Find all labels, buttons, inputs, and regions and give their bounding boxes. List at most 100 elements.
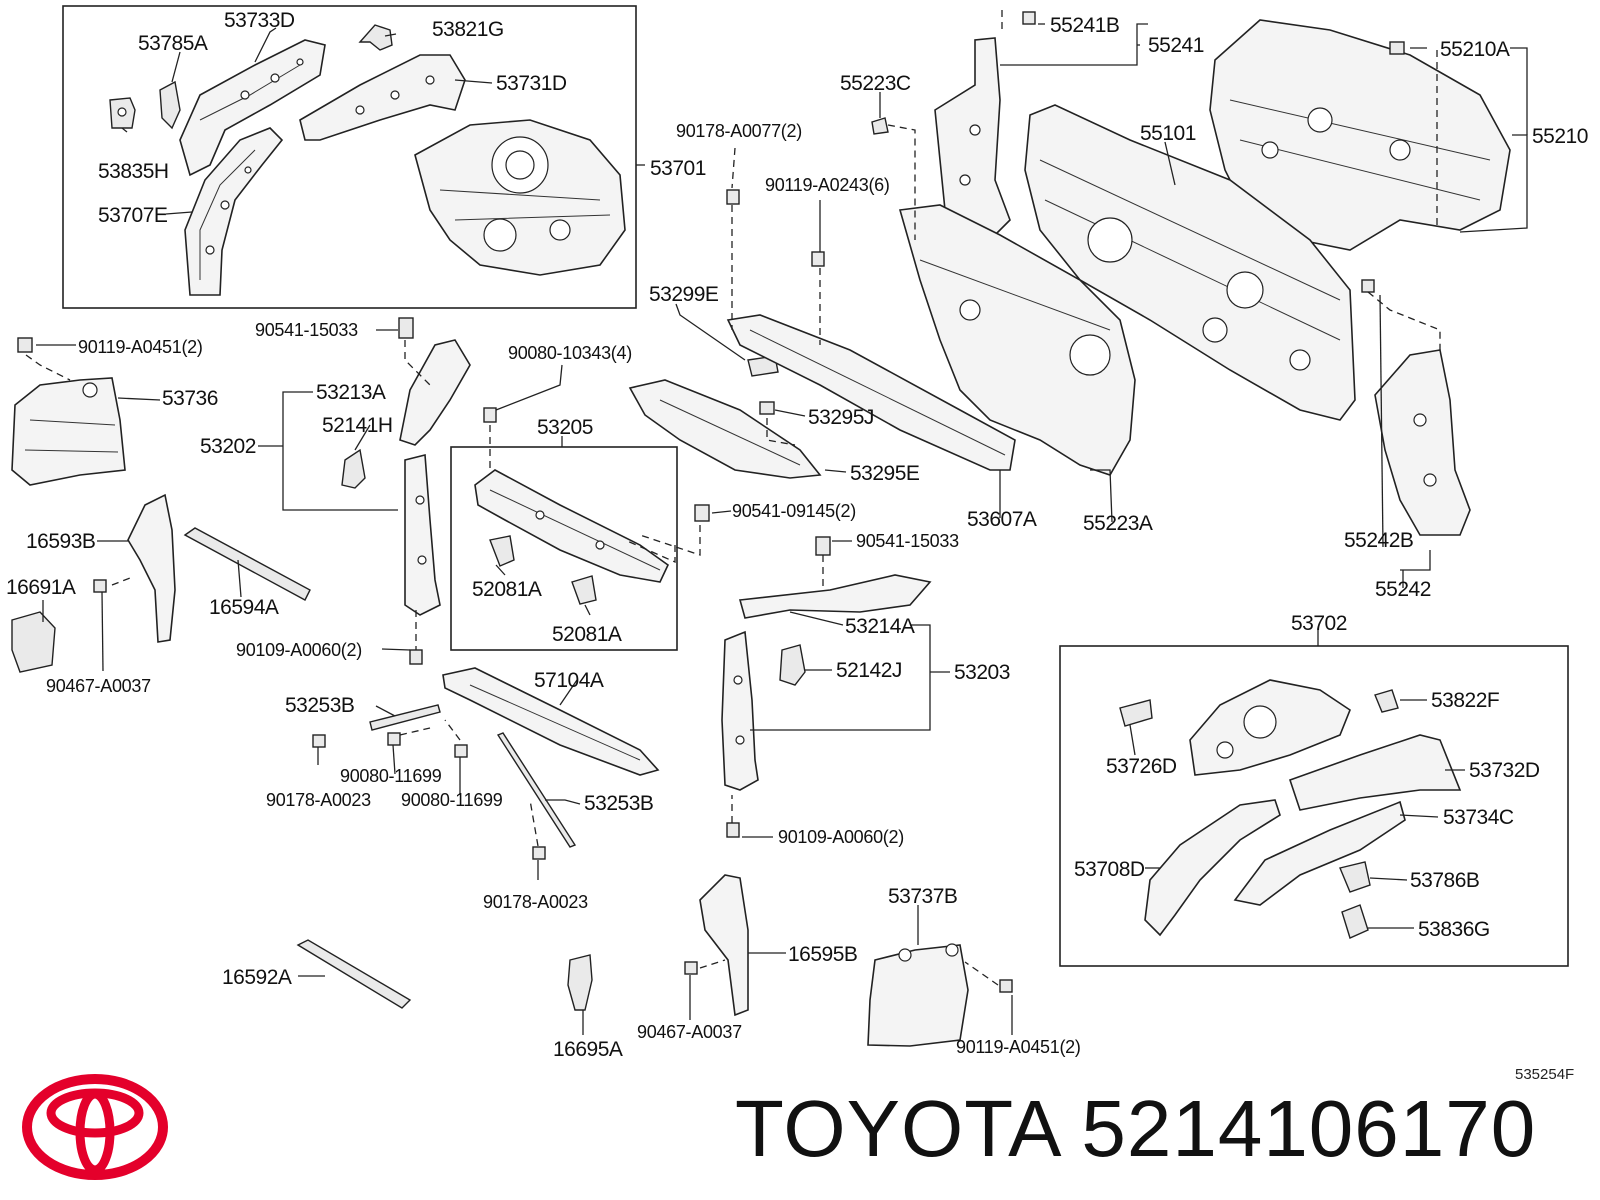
- part-16593B: [127, 493, 176, 643]
- label-53702: 53702: [1291, 612, 1347, 635]
- label-55242: 55242: [1375, 578, 1431, 601]
- label-53202: 53202: [200, 435, 256, 458]
- label-53253B-2: 53253B: [584, 792, 653, 815]
- label-53214A: 53214A: [845, 615, 915, 638]
- label-90467-A0037-b: 90467-A0037: [637, 1022, 742, 1042]
- label-16595B: 16595B: [788, 943, 857, 966]
- part-53253B-2: [496, 732, 577, 848]
- part-53214A: [738, 574, 932, 619]
- label-53701: 53701: [650, 157, 706, 180]
- part-16594A: [183, 527, 311, 601]
- label-90541-15033-b: 90541-15033: [856, 531, 959, 551]
- label-53205: 53205: [537, 416, 593, 439]
- label-53786B: 53786B: [1410, 869, 1479, 892]
- label-55101: 55101: [1140, 122, 1196, 145]
- part-52081A-2: [571, 575, 597, 605]
- label-55210: 55210: [1532, 125, 1588, 148]
- label-53731D: 53731D: [496, 72, 567, 95]
- label-55242B: 55242B: [1344, 529, 1413, 552]
- part-52081A-1: [489, 535, 515, 567]
- part-53707E: [184, 127, 284, 296]
- label-53726D: 53726D: [1106, 755, 1177, 778]
- part-53736: [11, 377, 126, 486]
- part-53708D: [1144, 799, 1281, 937]
- label-55223C: 55223C: [840, 72, 911, 95]
- label-90119-A0243: 90119-A0243(6): [765, 175, 890, 195]
- label-90178-A0023-b: 90178-A0023: [483, 892, 588, 912]
- label-53295J: 53295J: [808, 406, 874, 429]
- part-53607A: [726, 314, 1016, 471]
- leader-lines: [25, 10, 1528, 1035]
- part-16595B: [699, 874, 749, 1017]
- label-53203: 53203: [954, 661, 1010, 684]
- part-55101: [1024, 104, 1356, 421]
- label-16691A: 16691A: [6, 576, 76, 599]
- label-53734C: 53734C: [1443, 806, 1514, 829]
- part-53835H: [109, 97, 136, 129]
- part-52142J: [779, 644, 806, 686]
- part-55223C: [871, 117, 889, 135]
- part-53734C: [1233, 800, 1406, 906]
- fasteners: [17, 11, 1405, 993]
- label-90119-A0451-a: 90119-A0451(2): [78, 337, 203, 357]
- label-53295E: 53295E: [850, 462, 920, 485]
- part-53253B-1: [369, 704, 441, 731]
- label-57104A: 57104A: [534, 669, 604, 692]
- diagram-canvas: 53733D 53785A 53821G 53731D 53835H 53707…: [6, 5, 1588, 1061]
- label-90109-A0060-b: 90109-A0060(2): [778, 827, 904, 847]
- label-53732D: 53732D: [1469, 759, 1540, 782]
- brand-name: TOYOTA: [735, 1084, 1059, 1173]
- label-53253B-1: 53253B: [285, 694, 354, 717]
- part-55210: [1209, 19, 1511, 251]
- diagram-code: 535254F: [1515, 1066, 1575, 1083]
- part-55241: [934, 37, 1011, 241]
- part-52141H: [341, 448, 366, 489]
- label-55210A: 55210A: [1440, 38, 1510, 61]
- label-55241B: 55241B: [1050, 14, 1119, 37]
- label-90541-15033-a: 90541-15033: [255, 320, 358, 340]
- part-53203: [721, 630, 759, 791]
- label-53836G: 53836G: [1418, 918, 1490, 941]
- label-90541-09145: 90541-09145(2): [732, 501, 856, 521]
- label-90080-10343: 90080-10343(4): [508, 343, 632, 363]
- label-53708D: 53708D: [1074, 858, 1145, 881]
- toyota-logo-icon: [22, 1074, 168, 1180]
- label-55241: 55241: [1148, 34, 1204, 57]
- part-53732D: [1288, 734, 1462, 811]
- part-53726D: [1119, 699, 1153, 727]
- label-53299E: 53299E: [649, 283, 719, 306]
- label-53821G: 53821G: [432, 18, 504, 41]
- box-53701-group: [62, 5, 637, 309]
- label-90109-A0060-a: 90109-A0060(2): [236, 640, 362, 660]
- label-52141H: 52141H: [322, 414, 393, 437]
- label-52142J: 52142J: [836, 659, 902, 682]
- part-53202: [404, 453, 441, 616]
- label-53213A: 53213A: [316, 381, 386, 404]
- label-52081A-2: 52081A: [552, 623, 622, 646]
- part-labels: 53733D 53785A 53821G 53731D 53835H 53707…: [6, 9, 1588, 1061]
- label-53736: 53736: [162, 387, 218, 410]
- label-90119-A0451-b: 90119-A0451(2): [956, 1037, 1081, 1057]
- label-90080-11699-a: 90080-11699: [340, 766, 442, 786]
- part-53213A: [399, 339, 471, 446]
- part-53822F: [1374, 689, 1399, 713]
- part-53205: [474, 469, 670, 583]
- part-55242: [1374, 349, 1471, 536]
- brand-part-title: TOYOTA 5214106170: [735, 1083, 1536, 1175]
- label-90178-A0077: 90178-A0077(2): [676, 121, 802, 141]
- label-16593B: 16593B: [26, 530, 95, 553]
- part-53702: [1189, 679, 1351, 776]
- part-53731D: [299, 54, 466, 141]
- label-90467-A0037-a: 90467-A0037: [46, 676, 151, 696]
- part-53737B: [867, 943, 969, 1047]
- part-53701: [414, 119, 626, 276]
- label-53835H: 53835H: [98, 160, 169, 183]
- label-16695A: 16695A: [553, 1038, 623, 1060]
- label-90178-A0023-a: 90178-A0023: [266, 790, 371, 810]
- part-53821G: [358, 24, 393, 51]
- part-16592A: [296, 939, 412, 1009]
- part-53786B: [1339, 861, 1371, 893]
- label-53733D: 53733D: [224, 9, 295, 32]
- label-52081A-1: 52081A: [472, 578, 542, 601]
